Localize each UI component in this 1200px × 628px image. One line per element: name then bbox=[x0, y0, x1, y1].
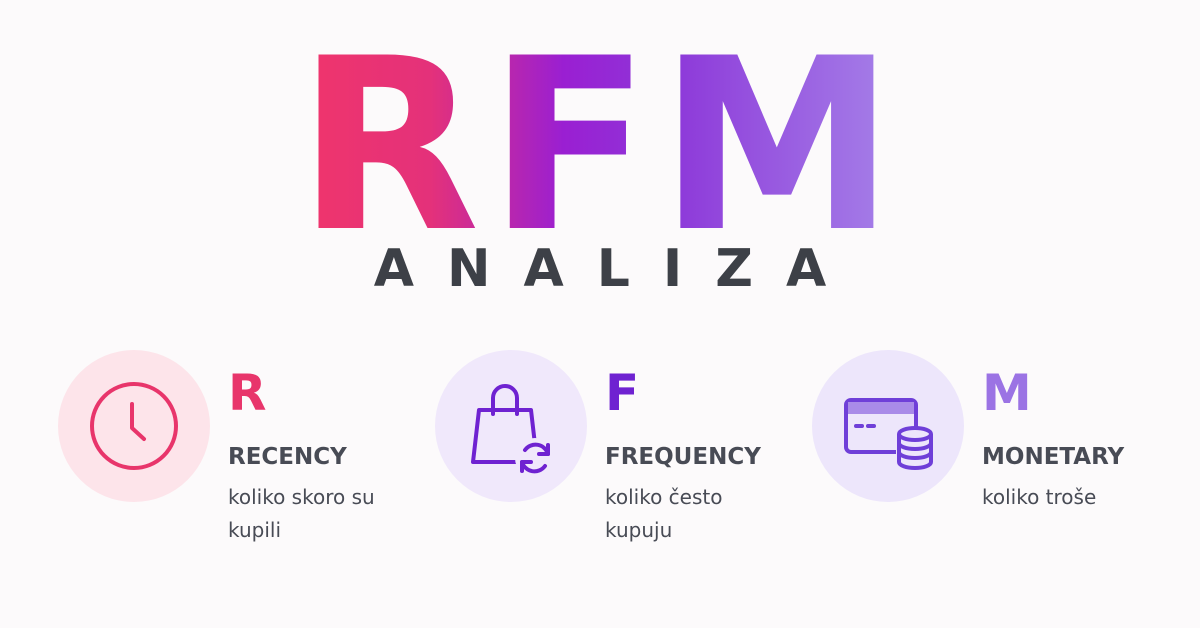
monetary-icon-circle bbox=[812, 350, 964, 502]
page-title: RFM bbox=[296, 8, 904, 285]
frequency-name: FREQUENCY bbox=[605, 444, 761, 470]
frequency-letter: F bbox=[605, 364, 640, 422]
monetary-letter: M bbox=[982, 364, 1032, 422]
monetary-description: koliko troše bbox=[982, 485, 1097, 509]
frequency-text: F FREQUENCY koliko često kupuju bbox=[605, 368, 815, 547]
monetary-text: M MONETARY koliko troše bbox=[982, 368, 1192, 514]
shopping-bag-refresh-icon bbox=[471, 384, 555, 476]
monetary-name: MONETARY bbox=[982, 444, 1125, 470]
clock-icon bbox=[90, 382, 178, 470]
page-subtitle: ANALIZA bbox=[373, 239, 860, 299]
recency-text: R RECENCY koliko skoro su kupili bbox=[228, 368, 438, 547]
recency-icon-circle bbox=[58, 350, 210, 502]
frequency-icon-circle bbox=[435, 350, 587, 502]
recency-letter: R bbox=[228, 364, 267, 422]
card-coins-icon bbox=[844, 398, 934, 470]
frequency-description: koliko često kupuju bbox=[605, 485, 723, 542]
hero: RFM bbox=[0, 28, 1200, 266]
recency-name: RECENCY bbox=[228, 444, 347, 470]
recency-description: koliko skoro su kupili bbox=[228, 485, 375, 542]
